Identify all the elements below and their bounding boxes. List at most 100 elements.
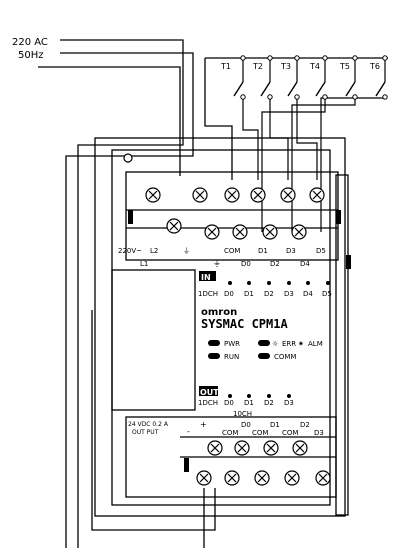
output-terminal-label-d1: D1 [270,421,280,429]
output-terminal-label-minus: - [187,427,190,436]
run-led [208,353,220,359]
input-led-d5 [326,281,330,285]
output-terminal-label-plus: + [200,420,207,429]
err-led [258,340,270,346]
input-led-d3 [287,281,291,285]
out-screw-1 [207,440,223,456]
latch-left-top [128,210,133,224]
switch-label-t5: T5 [339,62,350,71]
input-led-d1 [247,281,251,285]
sun-icon-alm: ✷ [298,340,304,348]
input-indicator-label-d4: D4 [303,290,313,298]
output-led-d3 [287,394,291,398]
terminal-screw-d2 [250,187,266,203]
output-indicator-label-d3: D3 [284,399,294,407]
input-indicator-dots [228,281,330,285]
terminal-screw-d4 [280,187,296,203]
switch-label-t2: T2 [252,62,263,71]
output-header-badge [199,386,218,396]
terminal-label-d4: D4 [300,260,310,268]
terminal-screw-d0 [224,187,240,203]
terminal-screw-d3 [262,224,278,240]
terminal-screw-com [204,224,220,240]
terminal-label-ground: ⏚ [183,247,190,255]
switch-label-t6: T6 [369,62,380,71]
terminal-screw-l1 [145,187,161,203]
input-terminals-bottom-row [166,218,307,240]
output-terminal-label-d3: D3 [314,429,324,437]
switch-label-t3: T3 [280,62,291,71]
latch-right-top [336,210,341,224]
supply-wires [38,39,194,548]
input-header-badge [199,271,216,281]
terminal-screw-l2 [166,218,182,234]
output-terminal-label-d2: D2 [300,421,310,429]
input-indicator-label-d0: D0 [224,290,234,298]
output-terminals-bottom-row [196,470,331,486]
out-screw-6 [224,470,240,486]
terminal-label-l1: L1 [140,260,148,268]
output-terminals-top-row [207,440,308,456]
output-led-d1 [247,394,251,398]
input-indicator-label-d2: D2 [264,290,274,298]
sun-icon-err: ☼ [272,340,278,348]
out-screw-5 [196,470,212,486]
terminal-screw-ground-top [192,187,208,203]
terminal-label-d3: D3 [286,247,296,255]
output-channel-label: 1DCH [198,399,218,407]
run-label: RUN [224,353,239,361]
output-header-label: OUT [200,388,219,397]
input-led-d2 [267,281,271,285]
input-header-label: IN [201,273,211,282]
terminal-screw-d5-top [309,187,325,203]
output-indicator-dots [228,394,291,398]
out-screw-3 [263,440,279,456]
input-indicator-label-d5: D5 [322,290,332,298]
input-led-d4 [306,281,310,285]
output-indicator-label-d1: D1 [244,399,254,407]
output-led-d2 [267,394,271,398]
switch-wires [242,95,386,232]
output-terminal-label-com-3: COM [282,429,298,437]
terminal-label-d0: D0 [241,260,251,268]
output-terminal-label-d0: D0 [241,421,251,429]
switch-label-t4: T4 [309,62,320,71]
output-led-d0 [228,394,232,398]
switch-t3 [287,55,300,100]
alm-label: ALM [308,340,323,348]
out-screw-7 [254,470,270,486]
err-label: ERR [282,340,296,348]
switch-t2 [260,55,273,100]
plc-body [94,137,349,517]
latch-left-bottom [184,458,189,472]
output-indicator-label-d0: D0 [224,399,234,407]
output-indicator-label-d2: D2 [264,399,274,407]
terminal-label-220v: 220V~ [118,247,142,255]
pwr-label: PWR [224,340,240,348]
terminal-label-d2: D2 [270,260,280,268]
switch-label-t1: T1 [220,62,231,71]
input-indicator-label-d3: D3 [284,290,294,298]
supply-frequency-label: 50Hz [18,50,44,61]
comm-label: COMM [274,353,296,361]
output-wires [91,310,216,548]
input-indicator-label-d1: D1 [244,290,254,298]
mounting-hole [123,153,133,163]
output-bus-label: 10CH [233,410,252,418]
output-supply-label-1: 24 VDC 0.2 A [128,421,169,428]
output-terminal-label-com-1: COM [222,429,238,437]
input-led-d0 [228,281,232,285]
switch-t6 [375,55,388,100]
comm-led [258,353,270,359]
model-label: SYSMAC CPM1A [201,317,288,331]
latch-right-side [346,255,351,269]
terminal-label-ground-top: ⏚ [213,259,221,268]
terminal-screw-d1 [232,224,248,240]
terminal-label-l2: L2 [150,247,158,255]
brand-label: omron [201,307,237,318]
out-screw-4 [292,440,308,456]
terminal-label-d1: D1 [258,247,268,255]
input-terminals-top-row [145,187,325,203]
out-screw-9 [315,470,331,486]
